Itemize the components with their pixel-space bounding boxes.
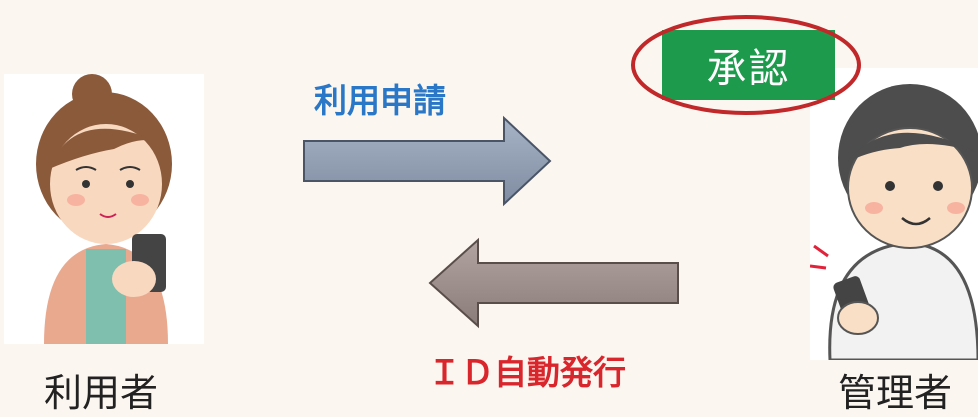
admin-illustration [809, 84, 978, 362]
request-arrow [303, 115, 552, 207]
admin-label: 管理者 [838, 371, 953, 415]
issue-arrow [428, 237, 679, 329]
approve-highlight-ring [631, 15, 861, 115]
admin-illustration-panel [809, 68, 978, 362]
approve-badge: 承認 [662, 30, 835, 100]
user-illustration [36, 74, 172, 344]
issue-label: ＩＤ自動発行 [428, 353, 626, 392]
user-label: 利用者 [44, 371, 159, 415]
request-label: 利用申請 [314, 81, 446, 120]
user-illustration-panel [4, 74, 204, 344]
